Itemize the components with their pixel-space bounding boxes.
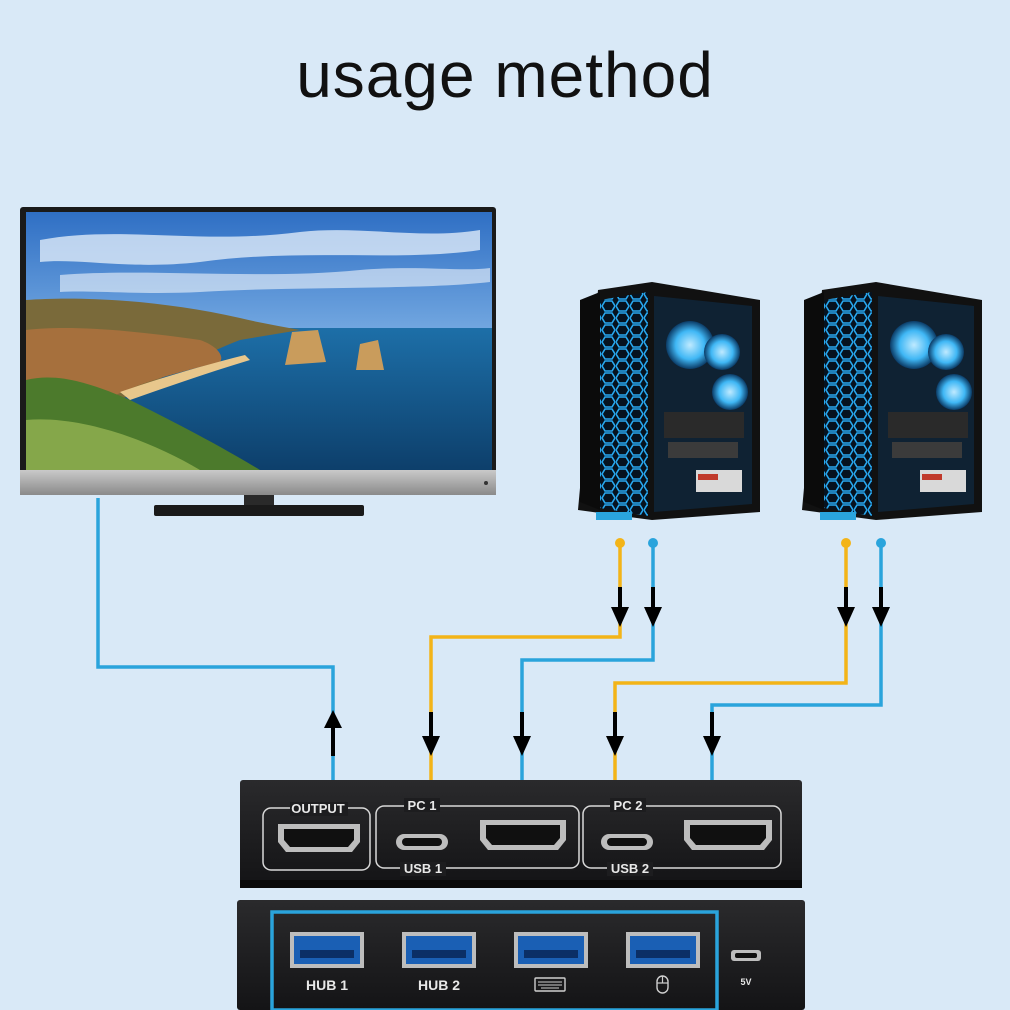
pc2-usb-cable (710, 543, 883, 785)
monitor-icon (20, 207, 496, 516)
usb-a-port-icon (290, 932, 364, 968)
pc-tower-icon (578, 282, 760, 520)
usb-a-port-icon (514, 932, 588, 968)
output-label: OUTPUT (291, 801, 345, 816)
arrow-icon (703, 712, 721, 756)
hub2-label: HUB 2 (418, 977, 460, 993)
keyboard-icon (534, 977, 566, 992)
arrow-icon (606, 712, 624, 756)
cable-end-dots (615, 538, 886, 548)
pc1-usb-cable (520, 543, 655, 785)
usb2-label: USB 2 (611, 861, 649, 876)
usb-a-port-icon (402, 932, 476, 968)
power-label: 5V (740, 977, 751, 987)
pc2-label: PC 2 (614, 798, 643, 813)
usb-a-port-icon (626, 932, 700, 968)
switch-front-panel: OUTPUT PC 1 USB 1 PC 2 (240, 780, 802, 888)
usb-c-port-icon (396, 834, 448, 850)
pc1-label: PC 1 (408, 798, 437, 813)
arrow-icon (324, 710, 342, 756)
hdmi-port-icon (684, 820, 772, 850)
hdmi-port-icon (278, 824, 360, 852)
hub1-label: HUB 1 (306, 977, 348, 993)
arrow-icon (837, 587, 855, 627)
mouse-icon (656, 975, 669, 994)
micro-usb-port-icon (731, 950, 761, 961)
usb-c-port-icon (601, 834, 653, 850)
hdmi-port-icon (480, 820, 566, 850)
pc2-hdmi-cable (613, 543, 848, 785)
arrow-icon (644, 587, 662, 627)
usb1-label: USB 1 (404, 861, 442, 876)
arrow-icon (872, 587, 890, 627)
pc-tower-icon (802, 282, 982, 520)
page-title: usage method (296, 39, 714, 111)
pc1-hdmi-cable (429, 543, 622, 785)
output-cable (96, 498, 335, 785)
cables (96, 498, 883, 785)
switch-back-panel: HUB 1 HUB 2 5V (237, 900, 805, 1010)
arrow-icon (611, 587, 629, 627)
arrow-icon (513, 712, 531, 756)
arrow-icon (422, 712, 440, 756)
